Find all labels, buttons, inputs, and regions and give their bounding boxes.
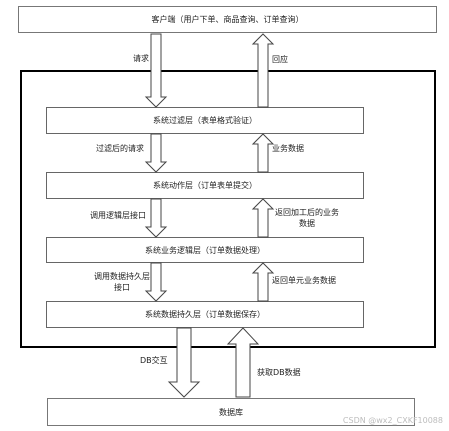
filter-layer-box: 系统过滤层（表单格式验证） xyxy=(46,107,364,134)
action-layer-label: 系统动作层（订单表单提交） xyxy=(153,181,257,190)
fetch-db-label: 获取DB数据 xyxy=(257,368,301,377)
database-label: 数据库 xyxy=(219,407,243,417)
persistence-layer-label: 系统数据持久层（订单数据保存） xyxy=(145,310,265,319)
db-interact-label: DB交互 xyxy=(140,356,168,365)
client-label: 客户端（用户下单、商品查询、订单查询） xyxy=(151,15,304,24)
return-processed-label: 返回加工后的业务数据 xyxy=(275,208,339,228)
watermark: CSDN @wx2_CXKF10088 xyxy=(342,416,443,425)
client-box: 客户端（用户下单、商品查询、订单查询） xyxy=(18,6,437,33)
request-label: 请求 xyxy=(133,54,149,63)
database-box: 数据库 xyxy=(47,398,415,426)
return-unit-label: 返回单元业务数据 xyxy=(272,276,336,285)
business-data-label: 业务数据 xyxy=(272,144,304,153)
response-label: 回应 xyxy=(272,55,288,64)
business-layer-box: 系统业务逻辑层（订单数据处理） xyxy=(46,237,364,263)
call-logic-label: 调用逻辑层接口 xyxy=(90,211,146,220)
business-layer-label: 系统业务逻辑层（订单数据处理） xyxy=(145,245,265,255)
persistence-layer-box: 系统数据持久层（订单数据保存） xyxy=(46,301,364,328)
filtered-request-label: 过滤后的请求 xyxy=(96,144,144,153)
action-layer-box: 系统动作层（订单表单提交） xyxy=(46,172,364,199)
filter-layer-label: 系统过滤层（表单格式验证） xyxy=(153,116,257,125)
call-persistence-label: 调用数据持久层接口 xyxy=(94,272,150,292)
